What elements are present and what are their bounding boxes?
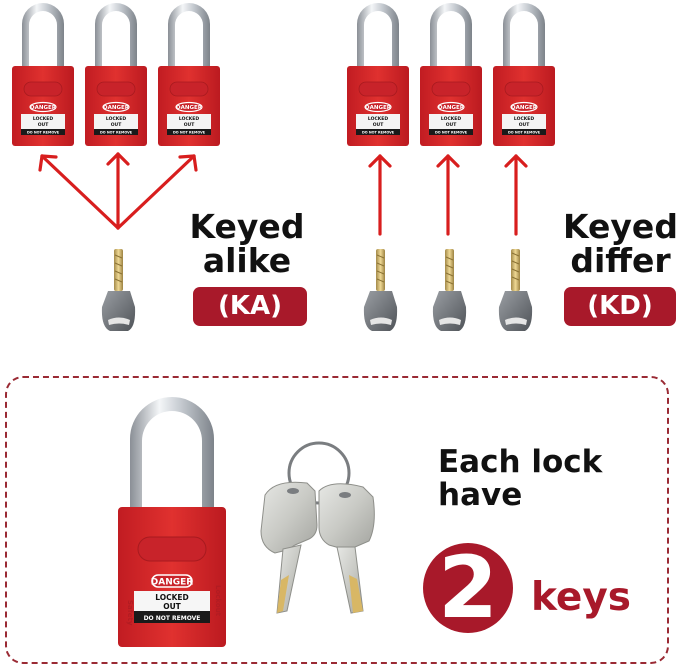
svg-text:DO NOT REMOVE: DO NOT REMOVE: [508, 131, 541, 135]
keyed-differ-title: Keyed differ: [558, 210, 679, 277]
svg-text:OUT: OUT: [111, 122, 122, 128]
padlock-icon: DANGER LOCKED OUT DO NOT REMOVE: [493, 0, 555, 146]
svg-text:DO NOT REMOVE: DO NOT REMOVE: [27, 131, 60, 135]
title-line-2: differ: [570, 240, 671, 280]
svg-text:DO NOT REMOVE: DO NOT REMOVE: [435, 131, 468, 135]
kd-badge: (KD): [564, 287, 676, 326]
svg-text:LOCKED: LOCKED: [106, 116, 126, 122]
svg-text:LOCKED: LOCKED: [441, 116, 461, 122]
padlock-icon: Safety Lockout DANGER LOCKED OUT DO NOT …: [118, 395, 226, 647]
key-icon: [260, 481, 318, 614]
key-ring-icon: [255, 435, 385, 625]
svg-text:OUT: OUT: [184, 122, 195, 128]
svg-text:DANGER: DANGER: [103, 105, 130, 111]
padlock-icon: DANGER LOCKED OUT DO NOT REMOVE: [420, 0, 482, 146]
arrow-up-left-icon: [40, 154, 120, 230]
svg-text:Lockout: Lockout: [214, 585, 222, 617]
svg-text:DO NOT REMOVE: DO NOT REMOVE: [362, 131, 395, 135]
svg-text:LOCKED: LOCKED: [368, 116, 388, 122]
title-line-1: Keyed: [563, 207, 678, 246]
svg-text:OUT: OUT: [373, 122, 384, 128]
svg-text:DANGER: DANGER: [30, 105, 57, 111]
key-count-badge: 2: [423, 543, 513, 633]
padlock-icon: DANGER LOCKED OUT DO NOT REMOVE: [12, 0, 74, 146]
caption-line-2: have: [438, 476, 523, 513]
svg-text:DANGER: DANGER: [176, 105, 203, 111]
key-icon: [360, 247, 402, 333]
svg-text:OUT: OUT: [163, 602, 181, 611]
keyed-differ-arrows: [368, 152, 538, 236]
svg-text:OUT: OUT: [519, 122, 530, 128]
svg-text:DANGER: DANGER: [438, 105, 465, 111]
key-icon: [98, 247, 140, 333]
svg-text:DO NOT REMOVE: DO NOT REMOVE: [100, 131, 133, 135]
svg-text:DO NOT REMOVE: DO NOT REMOVE: [173, 131, 206, 135]
keyed-alike-title: Keyed alike: [182, 210, 312, 277]
keys-label: keys: [531, 575, 631, 620]
ka-badge: (KA): [193, 287, 307, 326]
svg-text:Safety: Safety: [126, 600, 134, 626]
svg-text:LOCKED: LOCKED: [155, 593, 189, 602]
keyed-alike-arrows: [30, 148, 210, 232]
svg-text:DANGER: DANGER: [365, 105, 392, 111]
svg-text:LOCKED: LOCKED: [33, 116, 53, 122]
key-icon: [318, 483, 375, 614]
svg-text:LOCKED: LOCKED: [514, 116, 534, 122]
title-line-1: Keyed: [189, 207, 305, 246]
svg-text:OUT: OUT: [446, 122, 457, 128]
padlock-icon: DANGER LOCKED OUT DO NOT REMOVE: [85, 0, 147, 146]
each-lock-caption: Each lock have: [438, 446, 602, 511]
padlock-icon: DANGER LOCKED OUT DO NOT REMOVE: [347, 0, 409, 146]
caption-line-1: Each lock: [438, 444, 603, 480]
key-icon: [429, 247, 471, 333]
arrow-up-right-icon: [116, 154, 196, 230]
svg-text:DANGER: DANGER: [151, 578, 194, 588]
svg-text:DO NOT REMOVE: DO NOT REMOVE: [144, 615, 201, 622]
padlock-icon: DANGER LOCKED OUT DO NOT REMOVE: [158, 0, 220, 146]
svg-text:OUT: OUT: [38, 122, 49, 128]
key-icon: [495, 247, 537, 333]
svg-text:DANGER: DANGER: [511, 105, 538, 111]
svg-text:LOCKED: LOCKED: [179, 116, 199, 122]
title-line-2: alike: [202, 240, 292, 280]
each-lock-panel: [5, 376, 669, 664]
